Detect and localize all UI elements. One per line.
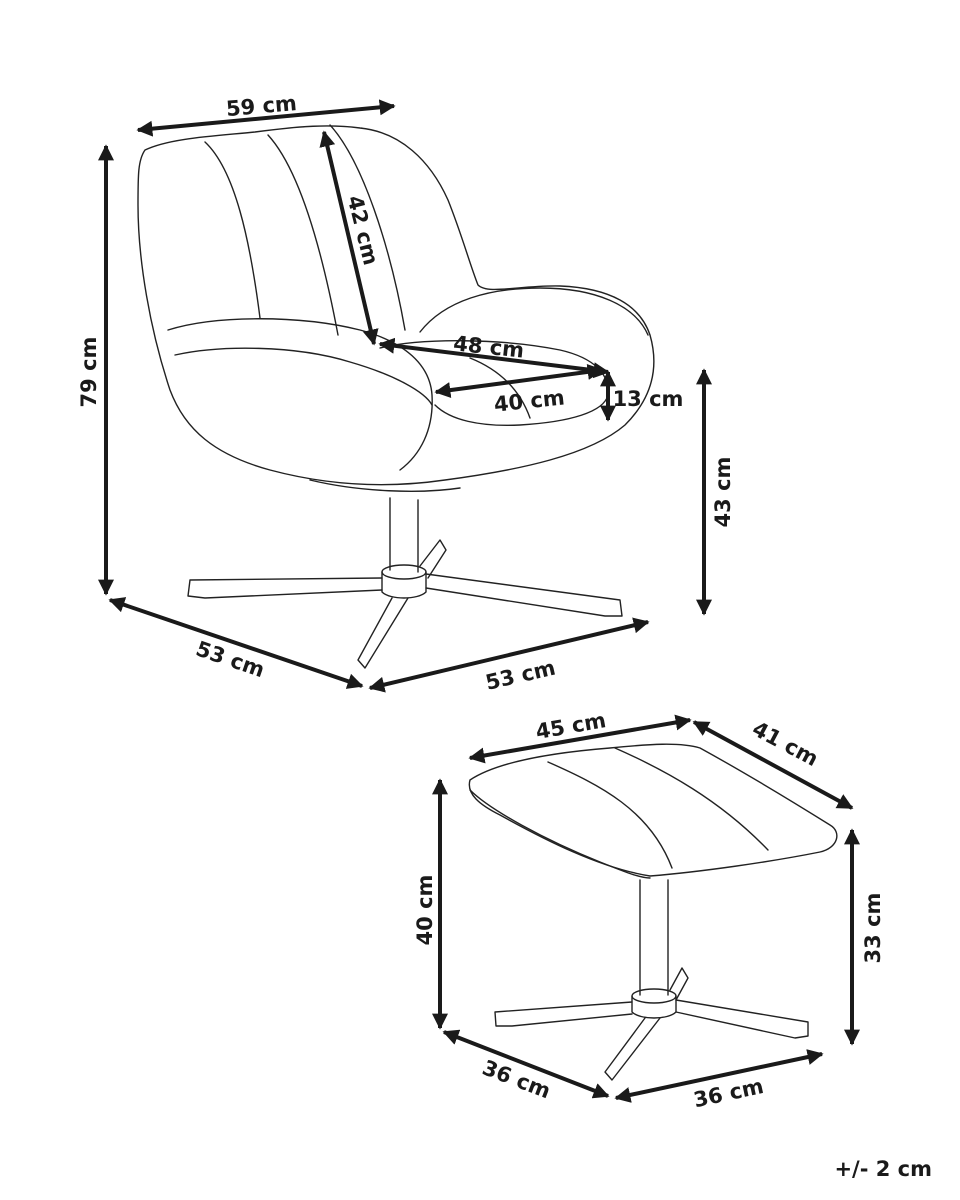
footstool-base (494, 1001, 633, 1027)
footstool-base-left-arrow (442, 1029, 610, 1099)
footstool-width-arrow (468, 714, 692, 764)
footstool-base-left-label: 36 cm (479, 1056, 554, 1104)
chair-post (389, 497, 419, 573)
footstool-depth-label: 41 cm (748, 717, 822, 771)
footstool-height-back-label: 33 cm (861, 893, 885, 964)
chair-right-armrest (419, 287, 649, 336)
footstool-top (468, 743, 838, 877)
chair-left-armrest (167, 318, 433, 471)
chair-base-right-label: 53 cm (483, 656, 557, 695)
footstool-post (639, 879, 669, 996)
chair-base-left-label: 53 cm (193, 636, 268, 682)
chair-backrest-arrow (319, 130, 379, 346)
tolerance-note: +/- 2 cm (834, 1157, 932, 1181)
chair-base-right-arrow (368, 617, 650, 693)
chair-seat-height-label: 43 cm (711, 457, 735, 528)
chair-drawing (137, 124, 655, 669)
chair-armrest-label: 13 cm (613, 387, 684, 411)
chair-base-left-arrow (108, 597, 364, 689)
chair-width-arrow (136, 99, 396, 137)
footstool-base-right-arrow (614, 1049, 824, 1103)
footstool-drawing (468, 743, 838, 1081)
chair-seat-depth-label: 40 cm (493, 385, 566, 416)
chair-seat-width-label: 48 cm (452, 331, 525, 362)
footstool-height-front-label: 40 cm (413, 875, 437, 946)
chair-height-label: 79 cm (77, 337, 101, 408)
chair-seat-depth-arrow (434, 363, 604, 399)
chair-backrest (137, 125, 655, 486)
footstool-depth-arrow (692, 720, 854, 810)
chair-base (187, 577, 383, 599)
